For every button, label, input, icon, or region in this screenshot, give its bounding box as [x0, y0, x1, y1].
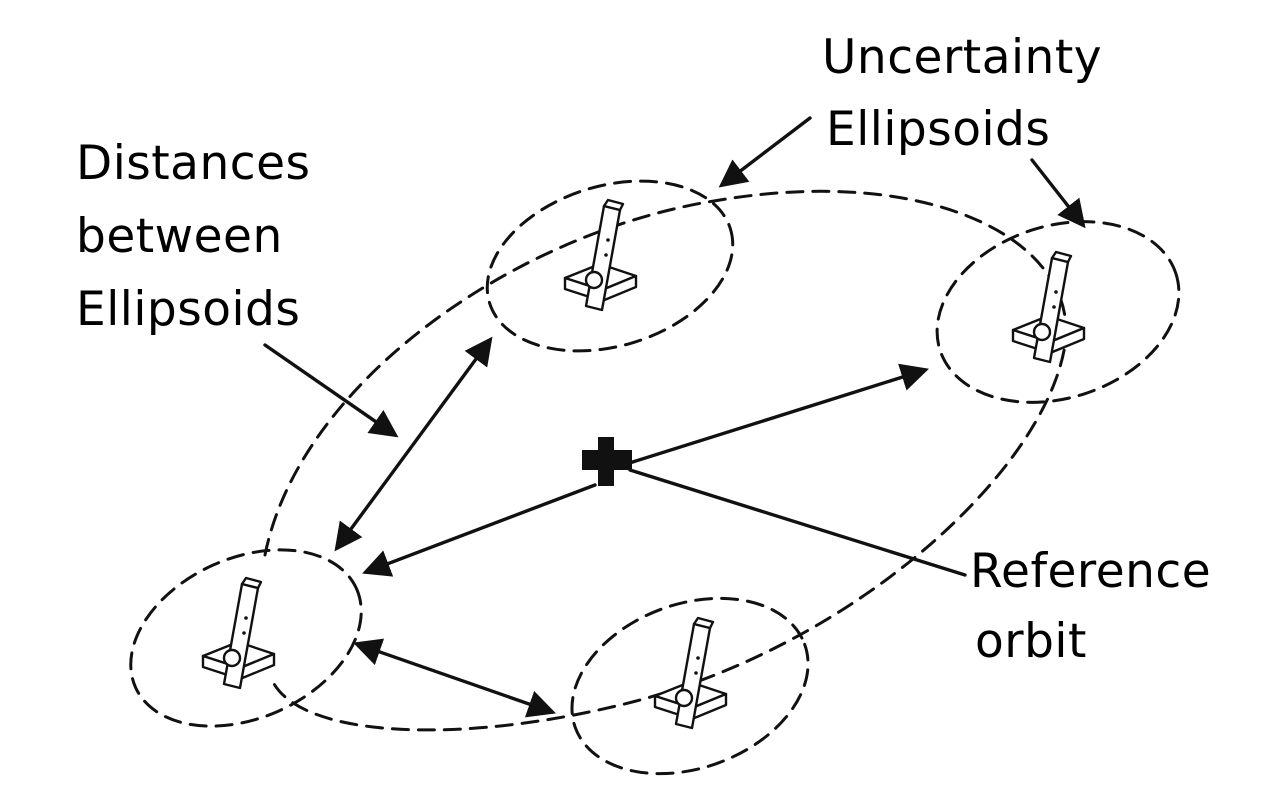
satellite-icon: [201, 576, 276, 690]
distances-label-line-1: Distances: [76, 136, 311, 191]
arrow-to-right-satellite: [618, 363, 930, 468]
distance-arrow-bottom: [353, 638, 556, 718]
satellite-icon: [653, 616, 728, 730]
satellite-icon: [1011, 250, 1086, 364]
uncertainty-ellipse-left: [129, 548, 363, 728]
reference-orbit-pointer-line: [628, 468, 967, 577]
distances-label-line-2: between: [76, 209, 283, 264]
reference-label-line-2: orbit: [975, 614, 1087, 669]
distances-label-pointer: [263, 343, 399, 438]
distance-arrow-vertical: [334, 336, 493, 552]
uncertainty-ellipse-right: [935, 220, 1181, 404]
reference-label-line-1: Reference: [970, 544, 1212, 599]
uncertainty-ellipse-top: [485, 179, 735, 353]
uncertainty-pointer-top: [718, 116, 812, 188]
satellite-icon: [563, 198, 638, 312]
uncertainty-ellipse-bottom: [570, 596, 810, 776]
uncertainty-pointer-right: [1030, 158, 1086, 229]
uncertainty-label-line-1: Uncertainty: [822, 30, 1103, 85]
plus-icon: [582, 437, 632, 486]
uncertainty-label-line-2: Ellipsoids: [826, 102, 1051, 157]
distances-label-line-3: Ellipsoids: [76, 282, 301, 337]
arrow-to-left-satellite: [362, 483, 597, 577]
reference-orbit-ellipse: [263, 189, 1068, 732]
